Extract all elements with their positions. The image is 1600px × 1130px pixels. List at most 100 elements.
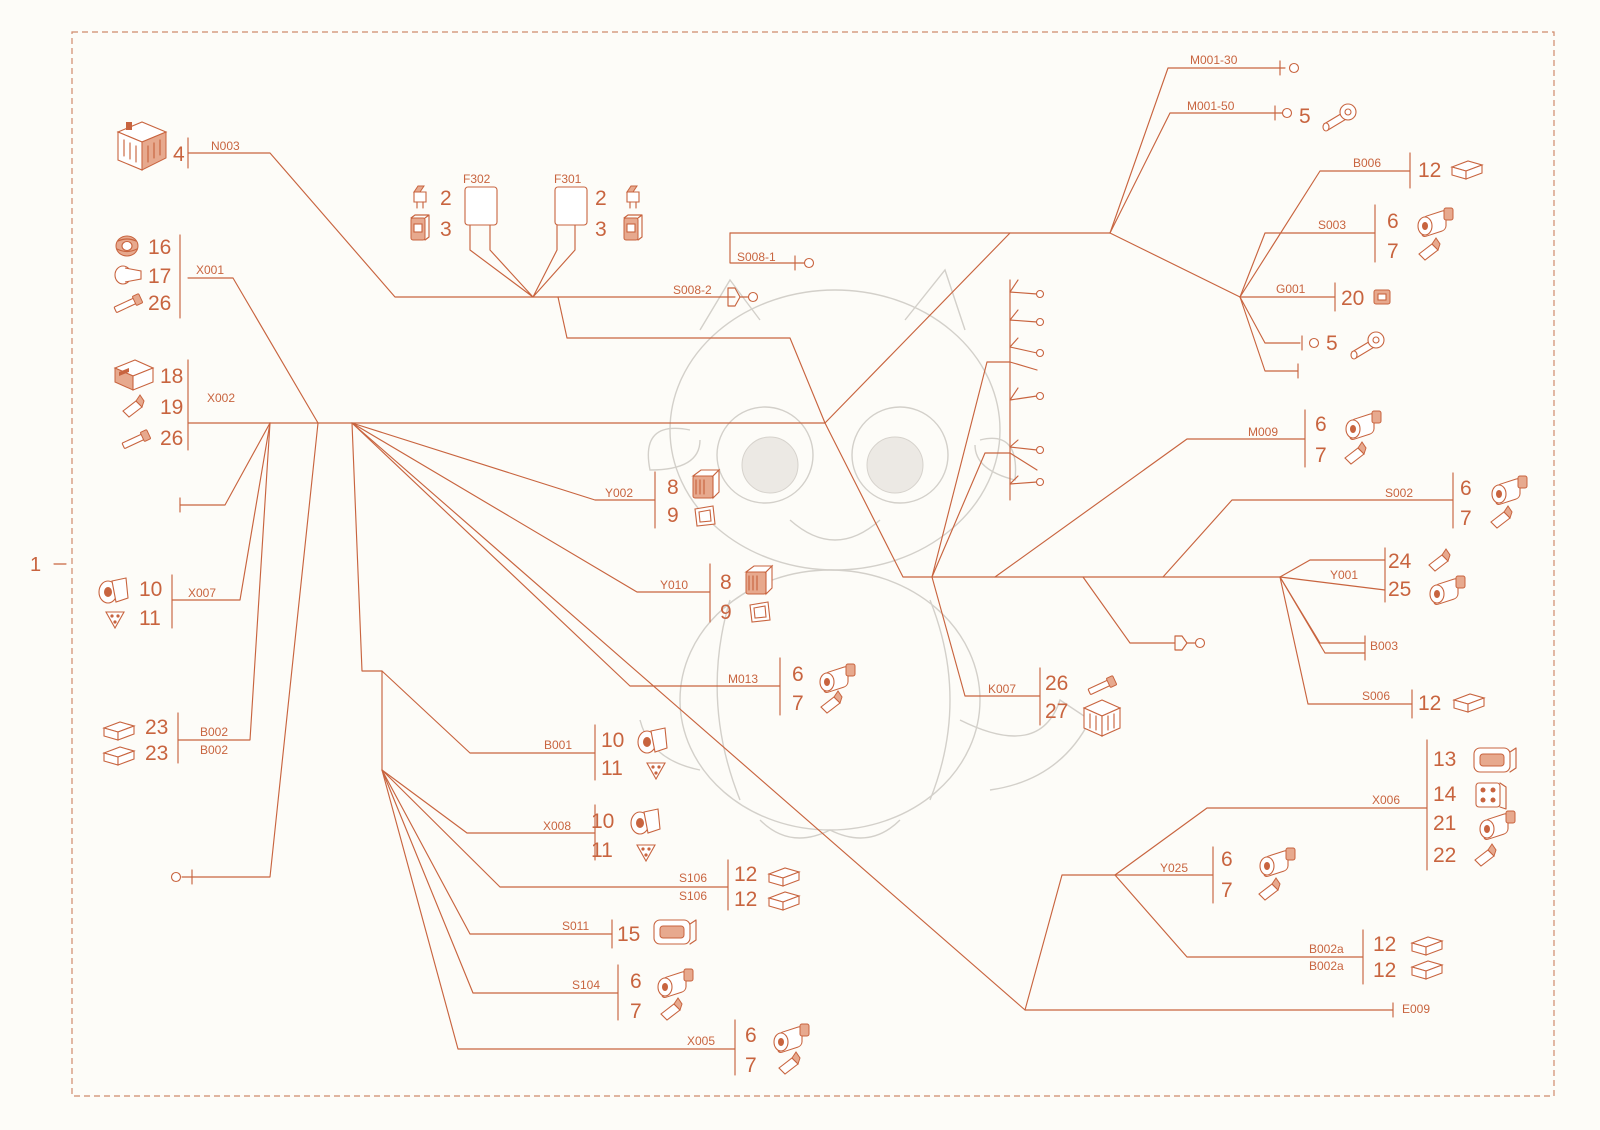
label-s106-bottom: S106 — [679, 889, 707, 903]
connector-lock-icon — [1428, 548, 1451, 572]
label-s106-top: S106 — [679, 871, 707, 885]
part-number: 6 — [1315, 413, 1327, 436]
label-k007: K007 — [988, 682, 1016, 696]
connector-housing-icon — [1429, 575, 1466, 607]
flat-terminal-icon — [103, 746, 135, 766]
connector-lock-icon — [122, 394, 145, 418]
part-numbers: 4 2 3 2 3 16 17 26 18 19 26 10 11 23 23 … — [139, 105, 1472, 1077]
part-number: 16 — [148, 236, 171, 259]
part-number: 24 — [1388, 550, 1412, 573]
part-number: 18 — [160, 365, 183, 388]
connector-labels: N003 F302 F301 S008-1 S008-2 X001 X002 X… — [188, 53, 1430, 1048]
part-number: 3 — [440, 218, 452, 241]
label-s002: S002 — [1385, 486, 1413, 500]
part-number: 12 — [734, 863, 757, 886]
connector-housing-icon — [657, 968, 694, 1000]
part-number: 12 — [1418, 159, 1441, 182]
label-s008-2: S008-2 — [673, 283, 712, 297]
part-number: 7 — [1221, 879, 1233, 902]
bolt-icon — [121, 429, 152, 450]
connector-lock-icon — [778, 1051, 801, 1075]
part-number: 9 — [667, 504, 679, 527]
connector-lock-icon — [820, 690, 843, 714]
part-number: 3 — [595, 218, 607, 241]
connector-lock-icon — [1490, 505, 1513, 529]
flat-terminal-icon — [1411, 960, 1443, 980]
flat-terminal-icon — [1451, 160, 1483, 180]
part-number: 23 — [145, 742, 168, 765]
part-number: 10 — [601, 729, 624, 752]
label-m009: M009 — [1248, 425, 1278, 439]
part-number: 7 — [792, 692, 804, 715]
part-number: 19 — [160, 396, 183, 419]
connector-housing-icon — [1491, 475, 1528, 507]
fuse-holder-icon — [623, 214, 643, 241]
label-s003: S003 — [1318, 218, 1346, 232]
label-m001-50: M001-50 — [1187, 99, 1235, 113]
connector-housing-icon — [773, 1023, 810, 1055]
part-number: 10 — [139, 578, 162, 601]
valve-connector-icon — [692, 469, 720, 499]
terminal-pin-icon — [646, 762, 666, 780]
label-e009: E009 — [1402, 1002, 1430, 1016]
part-number: 2 — [595, 187, 607, 210]
part-number: 26 — [160, 427, 183, 450]
connector-lock-icon — [1418, 237, 1441, 261]
flat-terminal-icon — [1411, 936, 1443, 956]
connector-housing-icon — [1479, 810, 1516, 842]
assembly-number: 1 — [30, 554, 41, 576]
part-number: 11 — [601, 757, 623, 780]
label-b001: B001 — [544, 738, 572, 752]
part-number: 11 — [591, 839, 613, 862]
connector-housing-icon — [114, 359, 154, 391]
label-n003: N003 — [211, 139, 240, 153]
label-y002: Y002 — [605, 486, 633, 500]
label-x001: X001 — [196, 263, 224, 277]
part-number: 12 — [734, 888, 757, 911]
fuse-holder-icon — [410, 214, 430, 241]
part-number: 8 — [667, 476, 679, 499]
bolt-icon — [113, 293, 144, 314]
terminal-pin-icon — [105, 611, 125, 629]
flat-terminal-icon — [768, 867, 800, 887]
connector-lock-icon — [660, 997, 683, 1021]
part-number: 26 — [148, 292, 171, 315]
part-number: 17 — [148, 265, 171, 288]
relay-box-icon — [117, 121, 167, 171]
label-x008: X008 — [543, 819, 571, 833]
part-number: 26 — [1045, 672, 1068, 695]
harness-wires — [171, 67, 1454, 1050]
part-number: 6 — [1387, 210, 1399, 233]
part-number: 10 — [591, 810, 614, 833]
part-number: 8 — [720, 571, 732, 594]
flat-terminal-icon — [1373, 289, 1391, 305]
label-g001: G001 — [1276, 282, 1306, 296]
multi-pin-connector-icon — [1475, 782, 1507, 810]
seal-icon — [115, 235, 139, 257]
part-number: 14 — [1433, 783, 1457, 806]
part-number: 27 — [1045, 700, 1068, 723]
part-number: 2 — [440, 187, 452, 210]
wire-end-markers — [170, 60, 1394, 1018]
part-number: 5 — [1326, 332, 1338, 355]
part-icons — [98, 103, 1528, 1075]
terminal-pin-icon — [636, 844, 656, 862]
label-s011: S011 — [562, 919, 589, 933]
connector-housing-icon — [819, 663, 856, 695]
label-b002a-top: B002a — [1309, 942, 1344, 956]
part-number: 9 — [720, 601, 732, 624]
part-number: 13 — [1433, 748, 1456, 771]
part-number: 5 — [1299, 105, 1311, 128]
part-number: 6 — [1460, 477, 1472, 500]
label-s104: S104 — [572, 978, 600, 992]
round-connector-icon — [630, 808, 661, 835]
label-m001-30: M001-30 — [1190, 53, 1238, 67]
part-number: 7 — [1460, 507, 1472, 530]
blind-plug-icon — [114, 265, 142, 285]
label-s006: S006 — [1362, 689, 1390, 703]
relay-socket-icon — [1083, 699, 1121, 737]
part-number: 11 — [139, 607, 161, 630]
label-x002: X002 — [207, 391, 235, 405]
part-number: 21 — [1433, 812, 1456, 835]
